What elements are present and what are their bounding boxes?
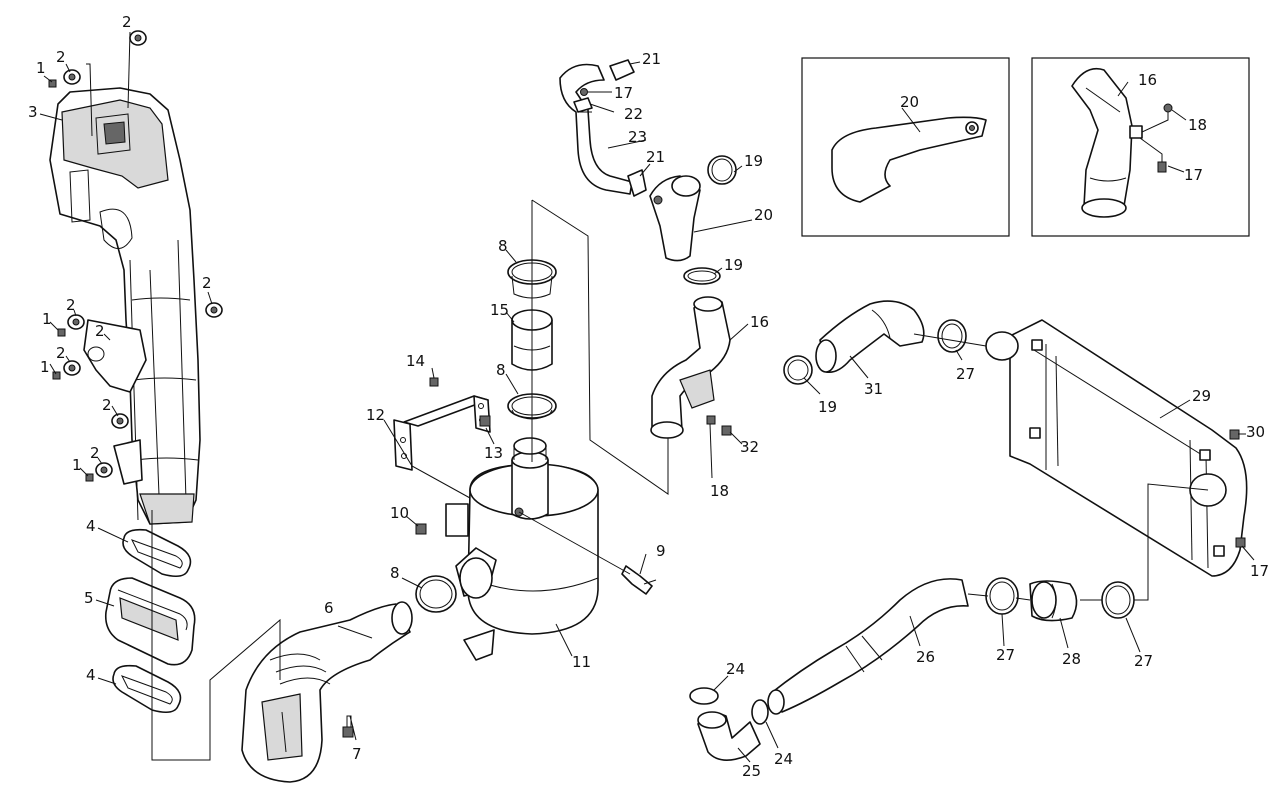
callout-23: 23 xyxy=(628,128,647,146)
bolt-part-1 xyxy=(48,79,94,482)
hose-part-20 xyxy=(649,175,701,262)
callout-11: 11 xyxy=(572,653,591,671)
callout-3: 3 xyxy=(28,103,38,121)
callout-22: 22 xyxy=(624,105,643,123)
callout-28: 28 xyxy=(1062,650,1081,668)
clamp-part-19 xyxy=(783,355,813,385)
bolt-part-30 xyxy=(1229,429,1240,440)
callout-8: 8 xyxy=(390,564,400,582)
bolt-part-17 xyxy=(1235,537,1246,548)
callout-17: 17 xyxy=(1250,562,1269,580)
callout-20: 20 xyxy=(754,206,773,224)
callout-10: 10 xyxy=(390,504,409,522)
elbow-part-25 xyxy=(697,711,761,761)
callout-27: 27 xyxy=(956,365,975,383)
callout-2: 2 xyxy=(102,396,112,414)
callout-1: 1 xyxy=(40,358,50,376)
detail-frame-part-16 xyxy=(1031,57,1250,237)
callout-2: 2 xyxy=(202,274,212,292)
flange-part-21 xyxy=(609,59,635,81)
callout-20: 20 xyxy=(900,93,919,111)
callout-29: 29 xyxy=(1192,387,1211,405)
callout-7: 7 xyxy=(352,745,362,763)
bolt-part-32 xyxy=(721,425,732,436)
bracket-part-12 xyxy=(393,395,491,471)
hose-part-6 xyxy=(241,601,413,783)
callout-21: 21 xyxy=(646,148,665,166)
adapter-part-5 xyxy=(104,577,196,666)
callout-2: 2 xyxy=(90,444,100,462)
callout-2: 2 xyxy=(122,13,132,31)
callout-2: 2 xyxy=(56,344,66,362)
callout-1: 1 xyxy=(72,456,82,474)
callout-25: 25 xyxy=(742,762,761,780)
callout-18: 18 xyxy=(1188,116,1207,134)
clamp-part-27 xyxy=(937,319,1135,619)
detail-frame-part-20 xyxy=(801,57,1010,237)
callout-16: 16 xyxy=(750,313,769,331)
callout-13: 13 xyxy=(484,444,503,462)
callout-4: 4 xyxy=(86,666,96,684)
callout-15: 15 xyxy=(490,301,509,319)
callout-32: 32 xyxy=(740,438,759,456)
callout-26: 26 xyxy=(916,648,935,666)
hose-part-31 xyxy=(815,300,925,374)
callout-17: 17 xyxy=(1184,166,1203,184)
callout-19: 19 xyxy=(724,256,743,274)
sensor-part-9 xyxy=(621,565,657,595)
callout-8: 8 xyxy=(498,237,508,255)
callout-19: 19 xyxy=(744,152,763,170)
callout-6: 6 xyxy=(324,599,334,617)
callout-27: 27 xyxy=(996,646,1015,664)
nut-part-14 xyxy=(429,377,439,387)
callout-24: 24 xyxy=(774,750,793,768)
intercooler-part-29 xyxy=(985,319,1248,577)
callout-18: 18 xyxy=(710,482,729,500)
callout-labels: 2 1 2 3 2 1 2 2 1 2 2 2 1 2 4 5 4 6 7 8 … xyxy=(28,13,1269,780)
bolt-part-17 xyxy=(580,88,588,96)
callout-27: 27 xyxy=(1134,652,1153,670)
clamp-part-24 xyxy=(689,687,769,725)
callout-5: 5 xyxy=(84,589,94,607)
nut-part-18 xyxy=(706,415,716,425)
bolt-part-13 xyxy=(479,415,491,427)
callout-2: 2 xyxy=(56,48,66,66)
coupler-part-28 xyxy=(1029,580,1078,622)
callout-30: 30 xyxy=(1246,423,1265,441)
leader-lines xyxy=(39,31,1255,763)
callout-2: 2 xyxy=(66,296,76,314)
bolt-part-10 xyxy=(415,523,427,535)
callout-8: 8 xyxy=(496,361,506,379)
callout-2: 2 xyxy=(95,322,105,340)
hose-part-26 xyxy=(767,578,969,715)
callout-24: 24 xyxy=(726,660,745,678)
callout-16: 16 xyxy=(1138,71,1157,89)
callout-4: 4 xyxy=(86,517,96,535)
callout-9: 9 xyxy=(656,542,666,560)
air-cleaner-part-11 xyxy=(445,437,599,661)
clip-part-22 xyxy=(573,97,593,113)
callout-19: 19 xyxy=(818,398,837,416)
seal-part-4 xyxy=(112,528,192,714)
callout-1: 1 xyxy=(36,59,46,77)
hose-part-16 xyxy=(650,296,731,439)
callout-14: 14 xyxy=(406,352,425,370)
callout-31: 31 xyxy=(864,380,883,398)
callout-12: 12 xyxy=(366,406,385,424)
callout-21: 21 xyxy=(642,50,661,68)
duct-bracket xyxy=(83,319,147,393)
callout-1: 1 xyxy=(42,310,52,328)
bolt-part-7 xyxy=(342,715,354,738)
flange-part-21 xyxy=(627,169,647,197)
callout-17: 17 xyxy=(614,84,633,102)
